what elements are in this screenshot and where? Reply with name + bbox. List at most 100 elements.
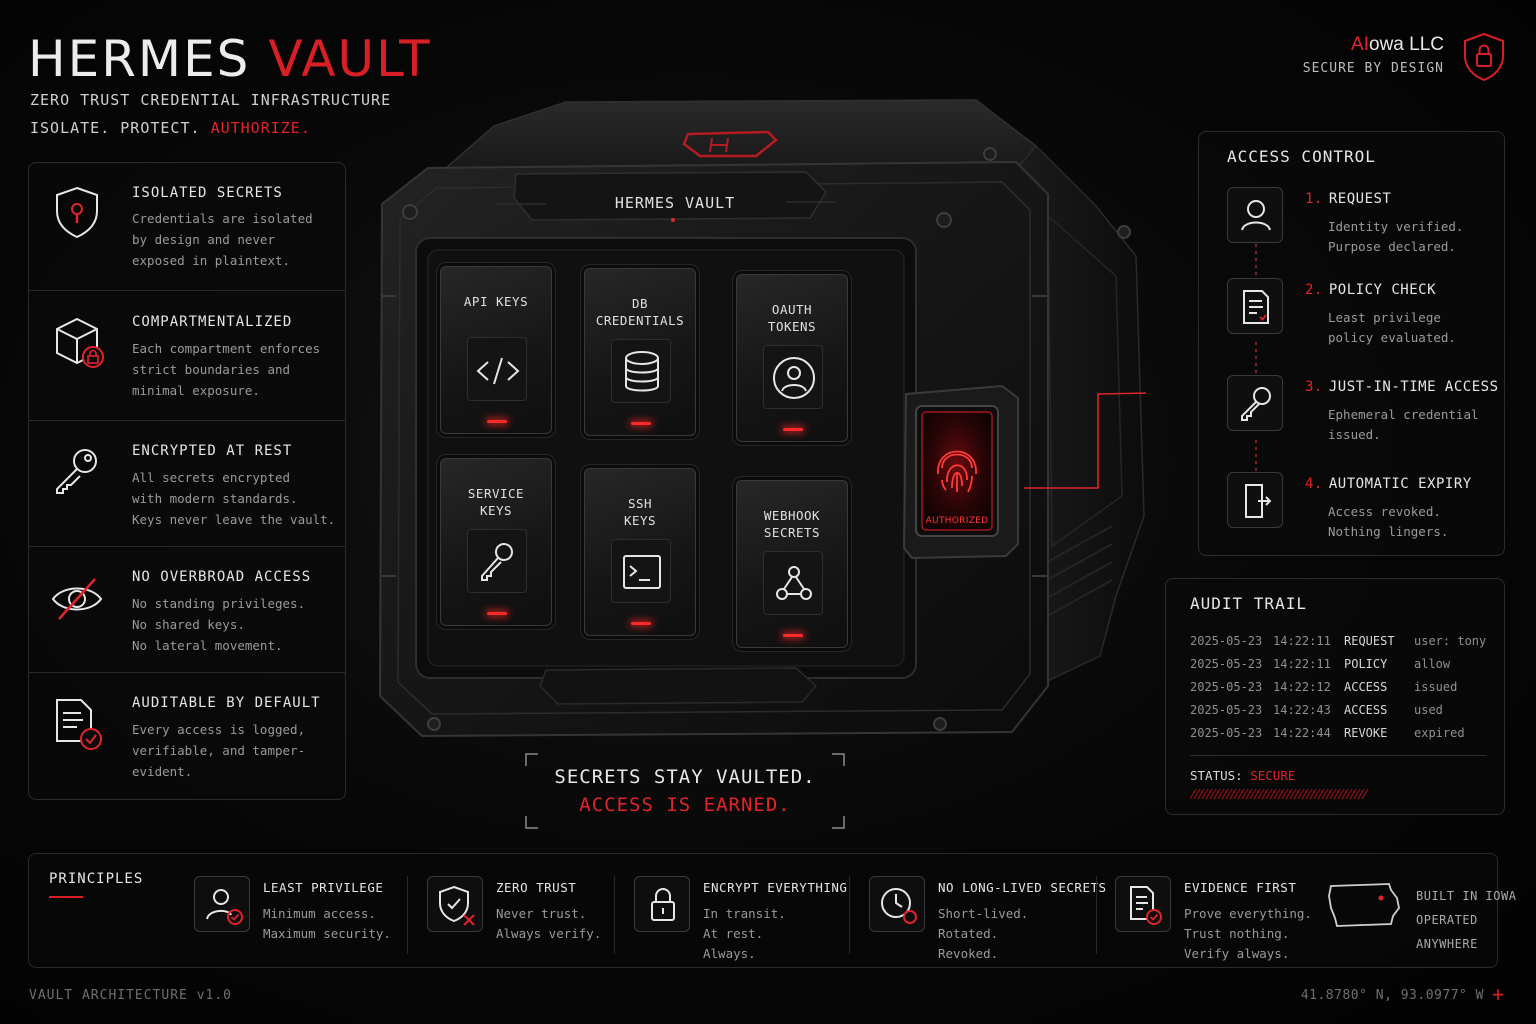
key-icon xyxy=(1227,375,1283,431)
audit-date: 2025-05-23 xyxy=(1190,634,1263,648)
clock-icon xyxy=(869,876,925,932)
divider xyxy=(614,876,615,954)
compartment-label: API KEYS xyxy=(463,294,529,309)
key-icon xyxy=(51,445,103,497)
audit-date: 2025-05-23 xyxy=(1190,680,1263,694)
audit-date: 2025-05-23 xyxy=(1190,703,1263,717)
step-desc: Identity verified.Purpose declared. xyxy=(1328,219,1464,254)
audit-time: 14:22:44 xyxy=(1273,726,1331,740)
shield-x-icon xyxy=(427,876,483,932)
shield-lock-icon xyxy=(1462,32,1506,82)
status-led xyxy=(487,612,507,615)
step-title: 4.AUTOMATIC EXPIRY xyxy=(1305,476,1472,492)
audit-status: STATUS: SECURE xyxy=(1190,768,1296,783)
page-title: HERMES VAULT xyxy=(28,30,432,88)
principle-desc: Short-lived.Rotated.Revoked. xyxy=(938,906,1029,961)
tagline-accent: AUTHORIZE. xyxy=(210,119,311,137)
iowa-map-icon xyxy=(1327,878,1403,934)
title-underline xyxy=(49,896,83,898)
feature-isolated-secrets: ISOLATED SECRETS Credentials are isolate… xyxy=(29,163,345,291)
step-automatic-expiry: 4.AUTOMATIC EXPIRY Access revoked.Nothin… xyxy=(1199,472,1504,552)
footer-version: VAULT ARCHITECTURE v1.0 xyxy=(29,988,233,1003)
principle-title: NO LONG-LIVED SECRETS xyxy=(938,880,1107,895)
step-title: 1.REQUEST xyxy=(1305,191,1392,207)
principle-title: EVIDENCE FIRST xyxy=(1184,880,1297,895)
step-title: 3.JUST-IN-TIME ACCESS xyxy=(1305,379,1499,395)
fingerprint-icon xyxy=(937,450,977,493)
step-request: 1.REQUEST Identity verified.Purpose decl… xyxy=(1199,187,1504,267)
exit-door-icon xyxy=(1227,472,1283,528)
footer-coordinates: 41.8780° N, 93.0977° W xyxy=(1300,988,1484,1003)
audit-time: 14:22:43 xyxy=(1273,703,1331,717)
principle-title: ENCRYPT EVERYTHING xyxy=(703,880,848,895)
features-panel: ISOLATED SECRETS Credentials are isolate… xyxy=(28,162,346,800)
status-hatch xyxy=(1190,789,1369,799)
webhook-icon xyxy=(763,551,823,615)
tagline-main: ISOLATE. PROTECT. xyxy=(30,119,201,137)
user-icon xyxy=(1227,187,1283,243)
feature-title: AUDITABLE BY DEFAULT xyxy=(132,695,321,711)
step-title: 2.POLICY CHECK xyxy=(1305,282,1437,298)
cube-lock-icon xyxy=(51,315,104,368)
title-accent: VAULT xyxy=(268,30,432,88)
step-just-in-time-access: 3.JUST-IN-TIME ACCESS Ephemeral credenti… xyxy=(1199,375,1504,455)
audit-event: REQUEST xyxy=(1344,634,1395,648)
audit-date: 2025-05-23 xyxy=(1190,726,1263,740)
motto: SECRETS STAY VAULTED. ACCESS IS EARNED. xyxy=(524,752,846,830)
subtitle: ZERO TRUST CREDENTIAL INFRASTRUCTURE xyxy=(30,91,392,109)
feature-title: ENCRYPTED AT REST xyxy=(132,443,293,459)
company-name-accent: AI xyxy=(1351,34,1369,55)
status-led xyxy=(783,428,803,431)
audit-event: ACCESS xyxy=(1344,680,1388,694)
audit-time: 14:22:11 xyxy=(1273,657,1331,671)
feature-title: ISOLATED SECRETS xyxy=(132,185,283,201)
status-led xyxy=(783,634,803,637)
audit-detail: user: tony xyxy=(1414,634,1487,648)
tagline: ISOLATE. PROTECT. AUTHORIZE. xyxy=(30,119,311,137)
status-led xyxy=(631,422,651,425)
feature-auditable-by-default: AUDITABLE BY DEFAULT Every access is log… xyxy=(29,673,345,801)
access-control-title: ACCESS CONTROL xyxy=(1227,147,1376,166)
divider xyxy=(849,876,850,954)
audit-event: POLICY xyxy=(1344,657,1388,671)
key-icon xyxy=(467,529,527,593)
feature-no-overbroad-access: NO OVERBROAD ACCESS No standing privileg… xyxy=(29,547,345,673)
vault-label: HERMES VAULT xyxy=(614,194,736,212)
fingerprint-scanner[interactable] xyxy=(902,384,1020,560)
plus-icon: + xyxy=(1492,982,1505,1006)
audit-date: 2025-05-23 xyxy=(1190,657,1263,671)
compartment-api-keys[interactable]: API KEYS xyxy=(440,266,552,434)
company-name-rest: owa LLC xyxy=(1369,34,1444,55)
audit-time: 14:22:12 xyxy=(1273,680,1331,694)
principle-title: ZERO TRUST xyxy=(496,880,577,895)
eye-slash-icon xyxy=(51,573,103,625)
status-led xyxy=(631,622,651,625)
title-main: HERMES xyxy=(28,30,251,88)
audit-time: 14:22:11 xyxy=(1273,634,1331,648)
principle-desc: In transit.At rest.Always. xyxy=(703,906,786,961)
code-icon xyxy=(467,337,527,401)
feature-desc: No standing privileges.No shared keys.No… xyxy=(132,596,306,653)
document-check-icon xyxy=(1115,876,1171,932)
policy-document-icon xyxy=(1227,278,1283,334)
shield-keyhole-icon xyxy=(51,185,103,239)
principle-title: LEAST PRIVILEGE xyxy=(263,880,384,895)
audit-detail: expired xyxy=(1414,726,1465,740)
